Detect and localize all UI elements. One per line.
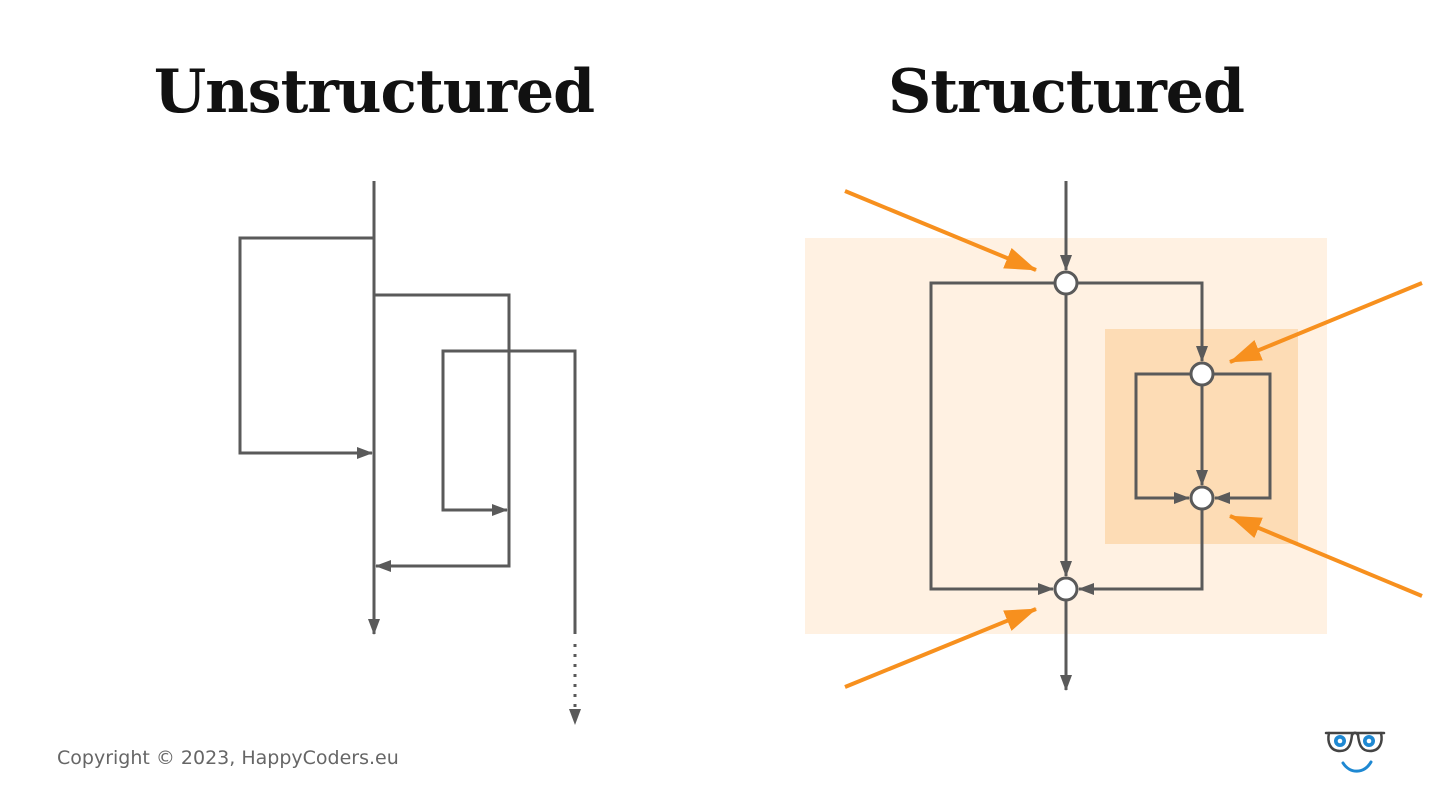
junction-nodes [1053,270,1215,602]
inner-right-branch [1214,372,1272,504]
single-entry-exit-pointers [844,189,1423,689]
inner-exit [1078,510,1204,595]
left-branch [929,281,1054,595]
outer-entry-node [1053,270,1079,296]
right-branch [1078,281,1208,362]
crossing-jump [441,349,577,634]
inner-entry-node [1189,361,1215,387]
outer-exit-pointer [844,607,1037,689]
glasses-smiley-icon [1324,731,1386,773]
unstructured-title: Unstructured [153,57,595,127]
outer-entry-pointer [844,189,1037,272]
copyright-text: Copyright © 2023, HappyCoders.eu [57,747,399,769]
inner-entry-pointer [1229,281,1423,364]
structured-flow [929,181,1272,691]
outer-exit-node [1053,576,1079,602]
inner-left-branch [1134,372,1190,504]
jump-forward-branch [374,293,511,572]
structured-title: Structured [888,57,1245,127]
jump-back-loop [238,236,374,459]
inner-exit-node [1189,485,1215,511]
inner-exit-pointer [1229,514,1423,598]
unstructured-flow [238,181,581,725]
